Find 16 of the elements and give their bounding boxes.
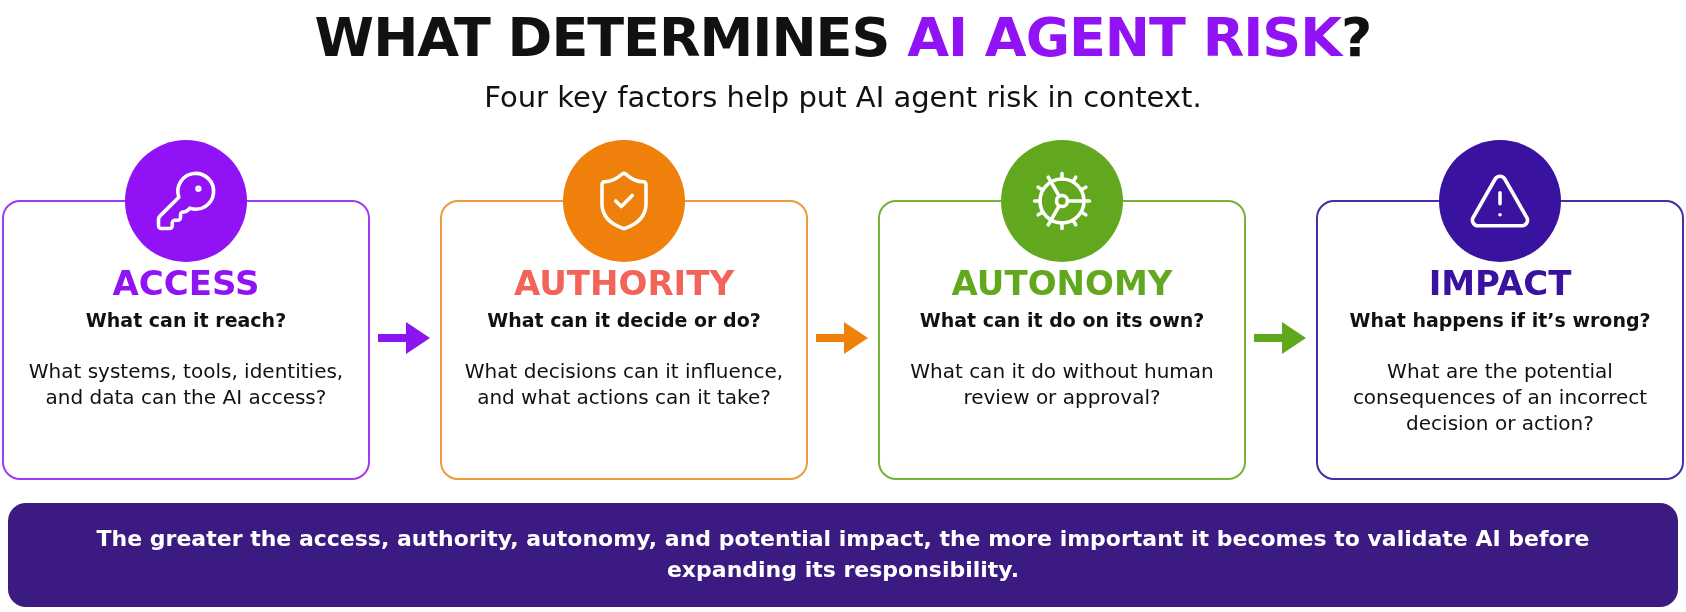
- card-question: What can it do on its own?: [919, 309, 1205, 332]
- subtitle: Four key factors help put AI agent risk in context.: [484, 80, 1202, 114]
- summary-text: The greater the access, authority, autonomy, and potential impact, the more important it becomes to validate AI before expanding its responsibility.: [95, 525, 1591, 584]
- card-question: What can it reach?: [85, 309, 287, 332]
- summary-banner: [8, 503, 1678, 607]
- card-description: What can it do without human review or approval?: [909, 357, 1215, 410]
- card-description: What decisions can it influence, and what actions can it take?: [463, 357, 785, 410]
- title: WHAT DETERMINES AI AGENT RISK?: [314, 6, 1372, 69]
- card-heading: AUTHORITY: [513, 264, 735, 304]
- card-question: What happens if it’s wrong?: [1349, 309, 1651, 332]
- card-heading: IMPACT: [1428, 264, 1572, 304]
- card-heading: ACCESS: [112, 264, 260, 304]
- card-description: What systems, tools, identities, and data can the AI access?: [27, 357, 345, 410]
- card-description: What are the potential consequences of an incorrect decision or action?: [1351, 357, 1649, 436]
- card-heading: AUTONOMY: [951, 264, 1173, 304]
- card-question: What can it decide or do?: [487, 309, 761, 332]
